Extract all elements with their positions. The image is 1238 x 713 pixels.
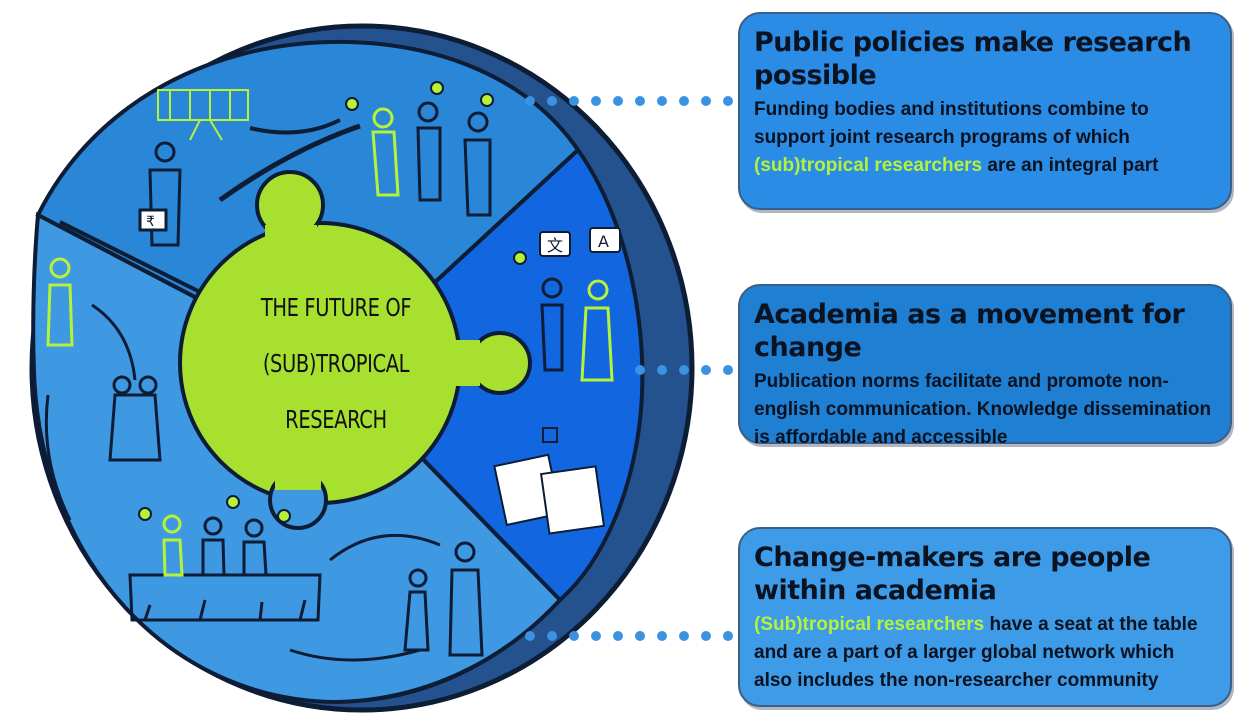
puzzle-piece [178, 170, 532, 530]
arrow-icon [91, 303, 137, 381]
translate-right-glyph: A [598, 232, 609, 251]
connector-dots-public [525, 96, 733, 106]
global-network-people-icon [403, 541, 484, 657]
arrow-icon [218, 123, 361, 203]
center-title: THE FUTURE OF (SUB)TROPICAL RESEARCH [250, 280, 422, 448]
callout-title: Academia as a movement for change [754, 299, 1185, 363]
center-title-line-2: (SUB)TROPICAL [262, 349, 410, 378]
callout-text-after: have a seat at the table and are a part … [754, 614, 1198, 691]
people-discussion-icon [46, 257, 162, 462]
lightbulb-icon [138, 81, 527, 523]
arrow-icon [44, 394, 72, 521]
seat-at-table-icon [128, 514, 322, 622]
center-title-line-3: RESEARCH [285, 405, 387, 434]
callout-text: Funding bodies and institutions combine … [754, 96, 1214, 180]
arrow-icon [329, 533, 441, 562]
briefcase-rupee-symbol: ₹ [146, 214, 155, 230]
callout-text-before: Funding bodies and institutions combine … [754, 99, 1149, 148]
callout-public-policies: Public policies make research possible F… [738, 12, 1232, 210]
researchers-group-icon [371, 101, 492, 217]
connector-dots-change [525, 631, 733, 641]
open-access-papers-icon [493, 427, 606, 535]
arrow-icon [249, 118, 341, 135]
callout-academia: Academia as a movement for change Public… [738, 284, 1232, 448]
callout-text: Publication norms facilitate and promote… [754, 371, 1212, 448]
segment-divider [59, 220, 201, 294]
callout-highlight: (sub)tropical researchers [754, 155, 983, 176]
callout-title: Public policies make research possible [754, 27, 1192, 91]
arrow-icon [289, 648, 421, 662]
person-with-briefcase-icon [138, 141, 182, 247]
callout-change-makers: Change-makers are people within academia… [738, 527, 1232, 707]
callout-title: Change-makers are people within academia [754, 542, 1151, 606]
translation-bubbles-icon [539, 227, 621, 257]
connector-dots-academia [635, 365, 733, 375]
callout-text-after: are an integral part [982, 155, 1159, 176]
university-building-icon [157, 89, 249, 141]
translate-left-glyph: 文 [547, 236, 563, 255]
callout-highlight: (Sub)tropical researchers [754, 614, 985, 635]
callout-text: (Sub)tropical researchers have a seat at… [754, 611, 1214, 695]
academics-pair-icon [540, 277, 614, 382]
center-title-line-1: THE FUTURE OF [260, 293, 412, 322]
